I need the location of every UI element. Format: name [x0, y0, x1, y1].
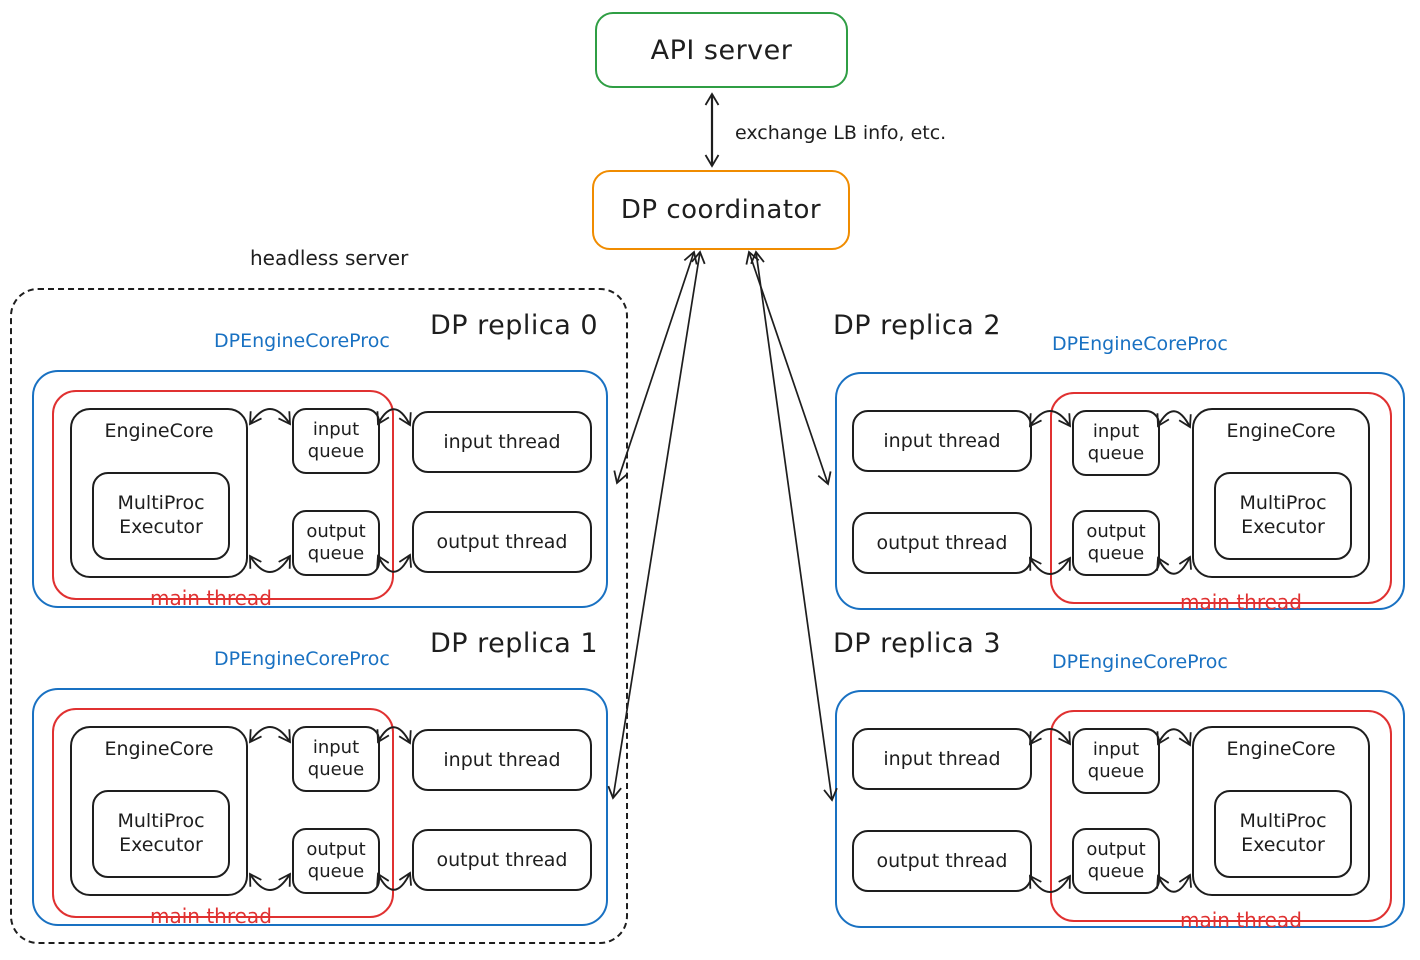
replica-0-main-thread-label: main thread [150, 586, 272, 610]
replica-2-title: DP replica 2 [833, 310, 1002, 341]
output-thread-label: output thread [876, 532, 1008, 554]
replica-2-output-thread-box: output thread [852, 512, 1032, 574]
replica-3-multiproc-executor-box: MultiProc Executor [1214, 790, 1352, 878]
arrow-coordinator-replica-0 [613, 250, 698, 485]
dp-coordinator-box: DP coordinator [592, 170, 850, 250]
replica-2-main-thread-label: main thread [1180, 590, 1302, 614]
replica-2-proc-box: DP replica 2 DPEngineCoreProc input thre… [833, 310, 1405, 614]
replica-1-proc-label: DPEngineCoreProc [214, 648, 390, 670]
replica-1-engine-core-box: EngineCore MultiProc Executor [70, 726, 248, 896]
replica-2-output-queue-box: output queue [1072, 510, 1160, 576]
dp-coordinator-label: DP coordinator [620, 195, 822, 225]
arrow-coordinator-replica-2 [745, 250, 832, 486]
output-queue-label: output queue [306, 839, 366, 882]
replica-0-output-queue-box: output queue [292, 510, 380, 576]
replica-3-proc-label: DPEngineCoreProc [1052, 651, 1228, 673]
replica-3-main-thread-box [1050, 710, 1392, 922]
replica-3-main-thread-label: main thread [1180, 908, 1302, 932]
replica-0-title: DP replica 0 [430, 310, 599, 341]
input-thread-label: input thread [883, 748, 1001, 770]
input-queue-label: input queue [307, 737, 365, 780]
exchange-lb-info-label: exchange LB info, etc. [735, 122, 947, 144]
input-queue-label: input queue [307, 419, 365, 462]
replica-3-input-queue-box: input queue [1072, 728, 1160, 794]
replica-3-output-thread-box: output thread [852, 830, 1032, 892]
multiproc-executor-label: MultiProc Executor [1239, 492, 1327, 538]
replica-0-output-thread-box: output thread [412, 511, 592, 573]
engine-core-label: EngineCore [104, 420, 214, 442]
engine-core-label: EngineCore [1226, 738, 1336, 760]
arrow-coordinator-replica-3 [750, 250, 838, 802]
input-thread-label: input thread [443, 431, 561, 453]
replica-3-proc-box: DP replica 3 DPEngineCoreProc input thre… [833, 628, 1405, 932]
replica-1-input-queue-box: input queue [292, 726, 380, 792]
replica-2-proc-label: DPEngineCoreProc [1052, 333, 1228, 355]
output-queue-label: output queue [1086, 839, 1146, 882]
replica-2-input-thread-box: input thread [852, 410, 1032, 472]
replica-1-output-queue-box: output queue [292, 828, 380, 894]
replica-1-main-thread-label: main thread [150, 904, 272, 928]
output-thread-label: output thread [436, 849, 568, 871]
output-queue-label: output queue [1086, 521, 1146, 564]
replica-0-multiproc-executor-box: MultiProc Executor [92, 472, 230, 560]
engine-core-label: EngineCore [104, 738, 214, 760]
replica-2-main-thread-box [1050, 392, 1392, 604]
engine-core-label: EngineCore [1226, 420, 1336, 442]
output-thread-label: output thread [876, 850, 1008, 872]
input-queue-label: input queue [1087, 739, 1145, 782]
headless-server-label: headless server [250, 246, 409, 270]
api-server-box: API server [595, 12, 848, 88]
replica-1-main-thread-box [52, 708, 394, 918]
replica-3-input-thread-box: input thread [852, 728, 1032, 790]
api-server-label: API server [650, 34, 793, 66]
replica-0-proc-label: DPEngineCoreProc [214, 330, 390, 352]
replica-1-proc-box: DP replica 1 DPEngineCoreProc EngineCore… [32, 628, 608, 928]
replica-3-engine-core-box: EngineCore MultiProc Executor [1192, 726, 1370, 896]
replica-0-input-thread-box: input thread [412, 411, 592, 473]
output-thread-label: output thread [436, 531, 568, 553]
input-thread-label: input thread [443, 749, 561, 771]
replica-0-input-queue-box: input queue [292, 408, 380, 474]
replica-1-multiproc-executor-box: MultiProc Executor [92, 790, 230, 878]
replica-2-engine-core-box: EngineCore MultiProc Executor [1192, 408, 1370, 578]
replica-1-output-thread-box: output thread [412, 829, 592, 891]
multiproc-executor-label: MultiProc Executor [1239, 810, 1327, 856]
replica-3-title: DP replica 3 [833, 628, 1002, 659]
replica-0-engine-core-box: EngineCore MultiProc Executor [70, 408, 248, 578]
output-queue-label: output queue [306, 521, 366, 564]
replica-0-main-thread-box [52, 390, 394, 600]
replica-3-output-queue-box: output queue [1072, 828, 1160, 894]
replica-0-proc-box: DP replica 0 DPEngineCoreProc EngineCore… [32, 310, 608, 610]
input-queue-label: input queue [1087, 421, 1145, 464]
multiproc-executor-label: MultiProc Executor [117, 492, 205, 538]
replica-2-input-queue-box: input queue [1072, 410, 1160, 476]
replica-1-title: DP replica 1 [430, 628, 599, 659]
replica-1-input-thread-box: input thread [412, 729, 592, 791]
replica-2-multiproc-executor-box: MultiProc Executor [1214, 472, 1352, 560]
input-thread-label: input thread [883, 430, 1001, 452]
multiproc-executor-label: MultiProc Executor [117, 810, 205, 856]
